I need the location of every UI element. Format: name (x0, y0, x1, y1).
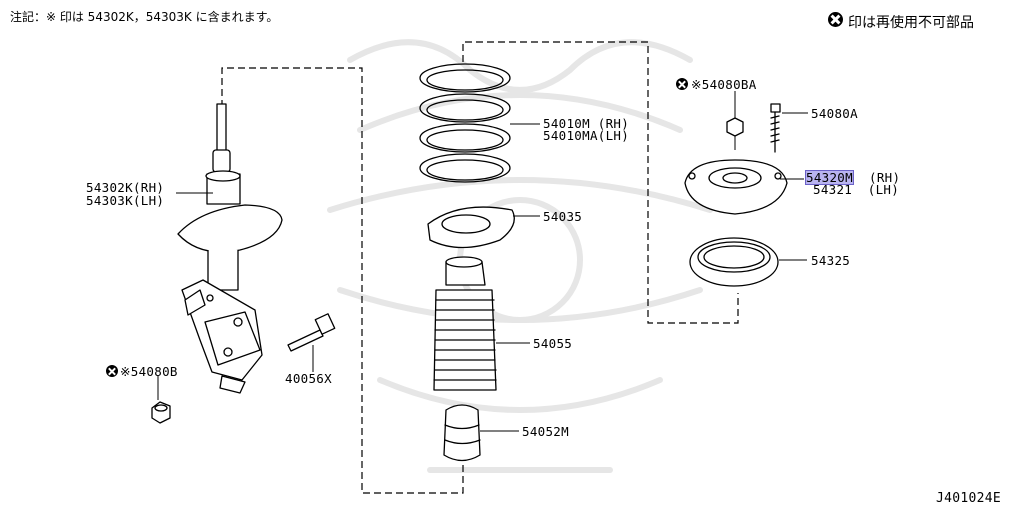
label-bolt: 40056X (285, 371, 332, 386)
assembly-dashed-lines (221, 41, 739, 494)
spring-seat (427, 206, 515, 249)
label-nut-lower: ※54080B (120, 364, 178, 379)
label-bearing: 54325 (811, 253, 851, 268)
strut-mount (684, 159, 788, 215)
bound-bumper (433, 256, 497, 391)
legend-text: 印は再使用不可部品 (848, 15, 974, 31)
label-seat: 54035 (543, 209, 583, 224)
non-reusable-x-icon (106, 365, 118, 377)
label-mount-lh: 54321 (LH) (813, 182, 900, 197)
coil-spring (419, 63, 511, 183)
watermark (327, 39, 713, 473)
label-spring-lh: 54010MA(LH) (543, 128, 630, 143)
label-strut-lh: 54303K(LH) (86, 193, 165, 208)
label-mount-rh-code: 54320M (805, 170, 854, 185)
label-stud: 54080A (811, 106, 858, 121)
label-bound-bumper: 54055 (533, 336, 573, 351)
figure-code: J401024E (936, 491, 1002, 506)
label-rebound-stopper: 54052M (522, 424, 569, 439)
label-nut-upper: ※54080BA (691, 77, 757, 92)
bolt-40056x (287, 313, 336, 352)
bearing (689, 237, 779, 287)
label-strut-rh: 54302K(RH) (86, 180, 165, 195)
leader-lines (157, 91, 808, 432)
nut-54080b (151, 401, 171, 424)
rebound-stopper (443, 404, 481, 462)
strut-assembly (177, 103, 283, 394)
non-reusable-x-icon (828, 12, 843, 27)
non-reusable-x-icon (676, 78, 688, 90)
header-note: 注記：※ 印は 54302K，54303K に含まれます。 (10, 10, 279, 24)
label-spring-rh: 54010M (RH) (543, 116, 630, 131)
label-mount-rh-side: (RH) (869, 170, 901, 185)
